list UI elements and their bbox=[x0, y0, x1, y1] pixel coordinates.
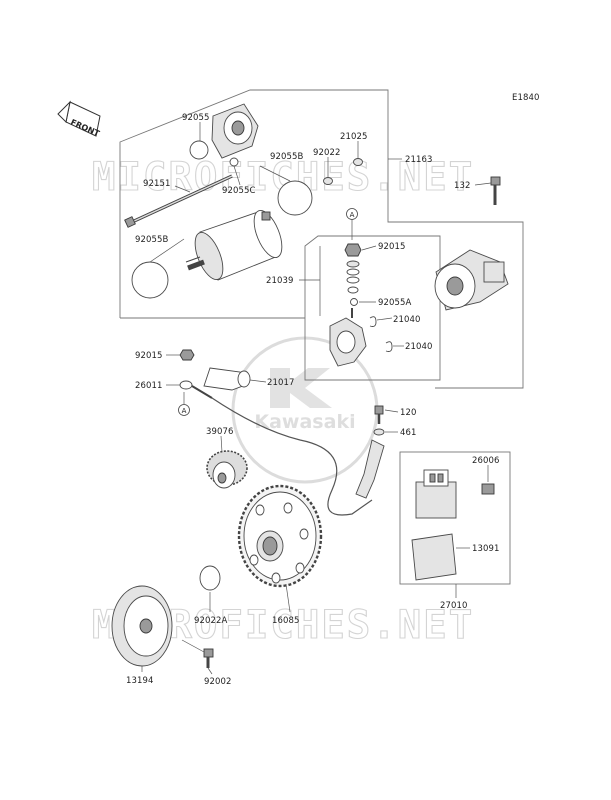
terminal-washers-21039 bbox=[346, 260, 360, 294]
label-21025: 21025 bbox=[340, 132, 368, 142]
relay-box bbox=[399, 451, 511, 585]
brush-plate bbox=[329, 308, 367, 367]
bolt-132 bbox=[490, 176, 501, 205]
starter-motor-body bbox=[185, 210, 283, 281]
one-way-clutch-13194 bbox=[111, 585, 173, 667]
kawasaki-logo-text: Kawasaki bbox=[254, 411, 355, 433]
ref-marker-a-top: A bbox=[346, 208, 358, 240]
front-cover-21163 bbox=[434, 249, 509, 311]
brush-21040-b bbox=[385, 341, 393, 352]
o-ring-92055b-left bbox=[131, 261, 169, 299]
o-ring-92055 bbox=[189, 140, 209, 160]
label-21040-b: 21040 bbox=[405, 342, 433, 352]
ref-marker-a-bottom-label: A bbox=[182, 407, 187, 415]
starter-motor-box bbox=[119, 89, 524, 389]
label-27010: 27010 bbox=[440, 601, 468, 611]
label-13091: 13091 bbox=[472, 544, 500, 554]
label-92151: 92151 bbox=[143, 179, 171, 189]
label-21017: 21017 bbox=[267, 378, 295, 388]
starter-clutch-gear-16085 bbox=[237, 484, 323, 588]
label-16085: 16085 bbox=[272, 616, 300, 626]
label-132: 132 bbox=[454, 181, 471, 191]
leader-lines bbox=[141, 122, 492, 675]
bolt-92002 bbox=[203, 648, 214, 668]
fuse-26006 bbox=[481, 483, 495, 495]
washer-21025 bbox=[353, 158, 363, 166]
relay-cover-13091 bbox=[411, 533, 457, 581]
label-120: 120 bbox=[400, 408, 417, 418]
ref-marker-a-top-label: A bbox=[350, 211, 355, 219]
washer-461 bbox=[373, 428, 385, 436]
label-461: 461 bbox=[400, 428, 417, 438]
label-21039: 21039 bbox=[266, 276, 294, 286]
label-92015-top: 92015 bbox=[378, 242, 406, 252]
label-92002: 92002 bbox=[204, 677, 232, 687]
starter-cable bbox=[211, 397, 373, 516]
brush-holder-box bbox=[304, 235, 441, 381]
label-92055: 92055 bbox=[182, 113, 210, 123]
nut-92015-mid bbox=[179, 349, 195, 361]
label-21040-a: 21040 bbox=[393, 315, 421, 325]
starter-relay bbox=[415, 469, 457, 519]
o-ring-92055a bbox=[350, 298, 358, 306]
starter-idle-gear-39076 bbox=[206, 450, 248, 489]
bolt-120 bbox=[374, 405, 384, 424]
diagram-code: E1840 bbox=[512, 93, 540, 103]
front-arrow-icon: FRONT bbox=[57, 100, 101, 138]
label-92055c: 92055C bbox=[222, 186, 256, 196]
o-ring-92055b-top bbox=[277, 180, 313, 216]
label-92055b-left: 92055B bbox=[135, 235, 169, 245]
washer-92022a bbox=[199, 565, 221, 591]
label-26011: 26011 bbox=[135, 381, 163, 391]
label-26006: 26006 bbox=[472, 456, 500, 466]
label-92055a: 92055A bbox=[378, 298, 412, 308]
label-13194: 13194 bbox=[126, 676, 154, 686]
ref-marker-a-bottom: A bbox=[178, 392, 190, 416]
starter-end-cover bbox=[211, 103, 259, 159]
label-92055b-top: 92055B bbox=[270, 152, 304, 162]
washer-92022 bbox=[323, 177, 333, 185]
label-39076: 39076 bbox=[206, 427, 234, 437]
o-ring-92055c bbox=[229, 157, 239, 167]
brush-21040-a bbox=[369, 316, 377, 327]
label-92022: 92022 bbox=[313, 148, 341, 158]
terminal-cover-21017 bbox=[203, 367, 251, 391]
nut-92015-top bbox=[344, 243, 362, 257]
label-92015-mid: 92015 bbox=[135, 351, 163, 361]
label-21163: 21163 bbox=[405, 155, 433, 165]
through-bolt-92151 bbox=[124, 174, 233, 228]
label-92022a: 92022A bbox=[194, 616, 228, 626]
ground-lead bbox=[355, 439, 385, 499]
